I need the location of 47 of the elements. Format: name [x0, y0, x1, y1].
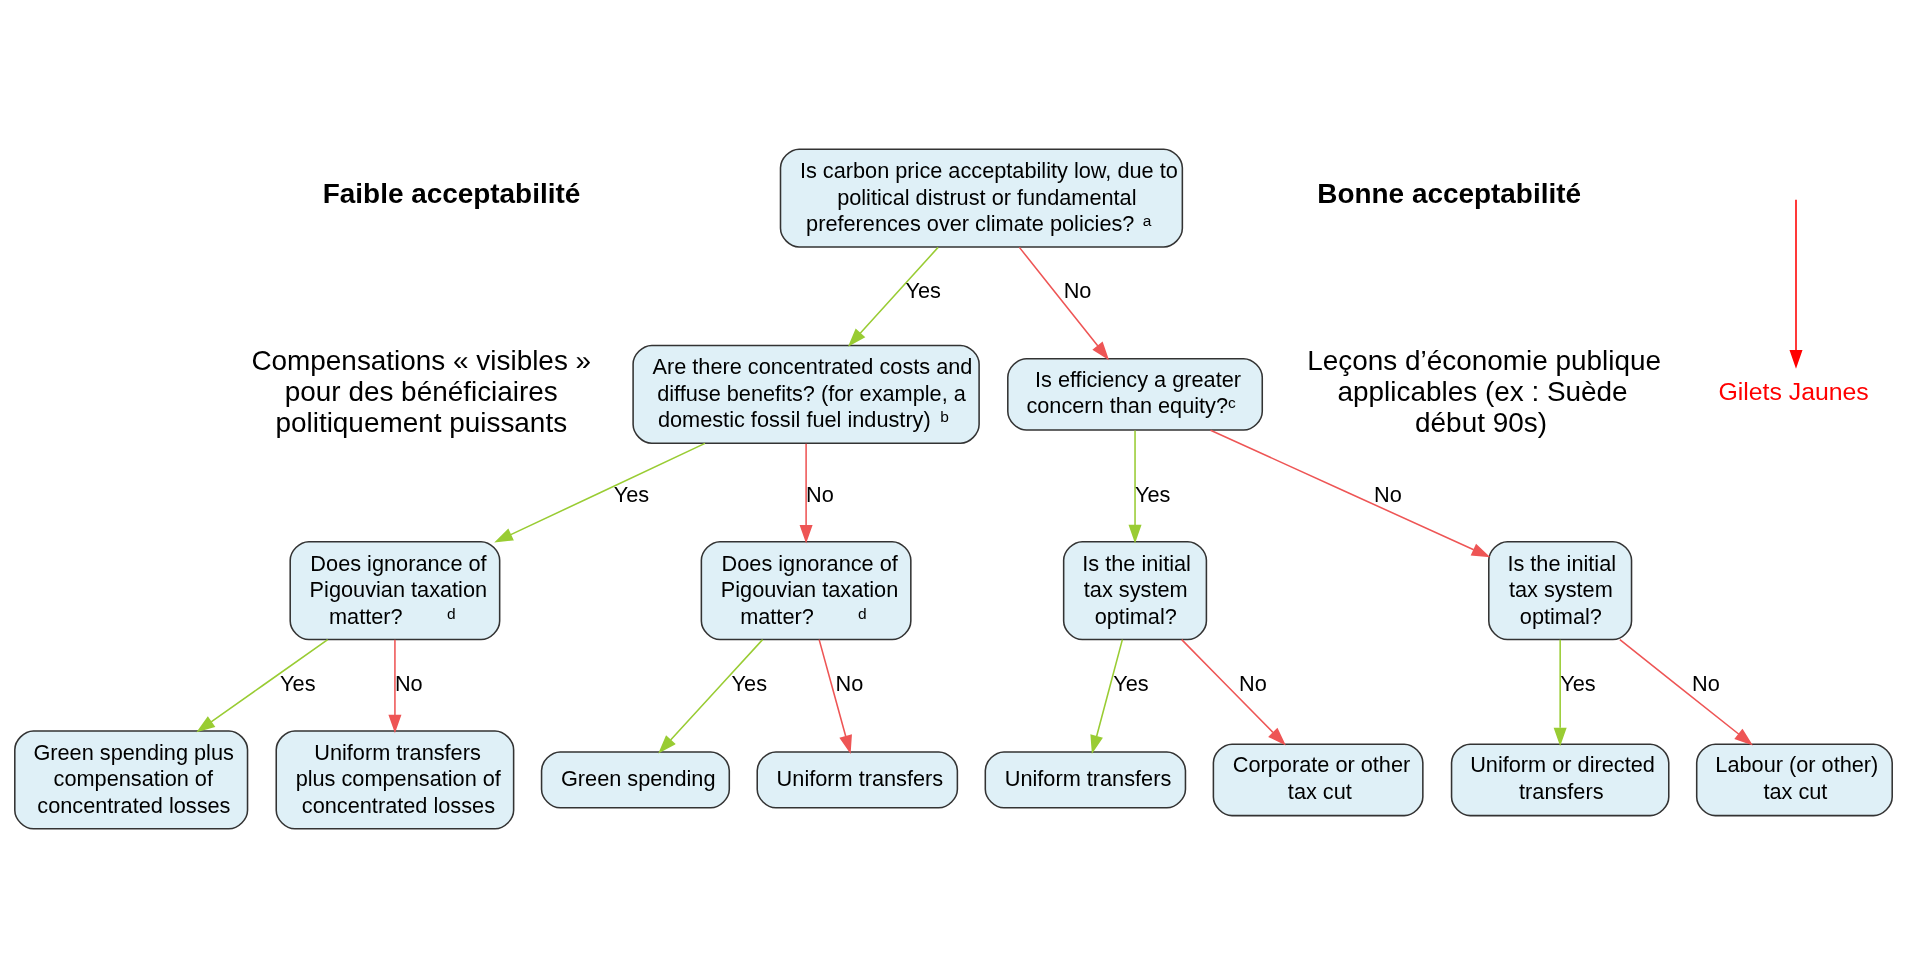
arrow	[1619, 638, 1753, 745]
node-box: Uniform transfers	[756, 750, 959, 809]
label: Bonne acceptabilité	[1317, 177, 1581, 209]
arrow	[799, 442, 813, 544]
edge-label: No	[394, 670, 423, 696]
node-box: Green spending plus compensation of concentrated losses	[14, 729, 249, 830]
arrow	[494, 442, 706, 542]
edge-label: No	[1063, 277, 1092, 303]
node-box: Green spending	[540, 750, 731, 809]
arrow	[818, 638, 852, 754]
arrow	[658, 638, 764, 753]
edge-label: No	[835, 670, 864, 696]
edge-label: No	[1238, 670, 1267, 696]
edge-label: Yes	[731, 670, 768, 696]
arrow	[1789, 198, 1803, 369]
edge-label: Yes	[280, 670, 316, 696]
edge-label: No	[806, 481, 834, 507]
arrow	[1128, 429, 1142, 543]
edge-label: No	[1373, 481, 1402, 507]
node-box: Does ignorance of Pigouvian taxation matter?d	[700, 540, 912, 640]
arrow	[1090, 638, 1124, 754]
arrow	[1209, 428, 1491, 557]
arrow	[1553, 638, 1567, 746]
edge-label: Yes	[1113, 670, 1149, 696]
node-box: Does ignorance of Pigouvian taxation matter?d	[289, 540, 501, 640]
node-box: Uniform transfers plus compensation of concentrated losses	[275, 729, 515, 830]
node-box: Uniform transfers	[984, 750, 1187, 809]
arrow	[1180, 638, 1286, 746]
arrow	[196, 638, 329, 732]
node-box: Is carbon price acceptability low, due to political distrust or fundamental preferences over climate policies?a	[779, 147, 1184, 248]
edge-label: Yes	[905, 277, 941, 303]
label: Faible acceptabilité	[322, 177, 581, 209]
node-box: Uniform or directed transfers	[1450, 742, 1670, 816]
label: Leçons d’économie publique applicables (ex : Suède début 90s)	[1307, 344, 1661, 438]
arrow	[388, 638, 402, 733]
edge-label: No	[1692, 670, 1720, 696]
node-box: Labour (or other) tax cut	[1695, 742, 1893, 816]
label: Compensations « visibles » pour des bénéficiaires politiquement puissants	[251, 344, 592, 438]
node-box: Is the initial tax system optimal?	[1062, 540, 1208, 640]
node-box: Are there concentrated costs and diffuse benefits? (for example, a domestic fossil fuel industry)b	[632, 344, 980, 444]
node-box: Is the initial tax system optimal?	[1488, 540, 1633, 640]
edge-label: Yes	[1560, 670, 1596, 696]
arrow	[847, 246, 939, 347]
edge-label: Yes	[613, 481, 650, 507]
node-box: Corporate or other tax cut	[1212, 742, 1424, 816]
arrow	[1018, 246, 1110, 360]
node-text: Gilets Jaunes	[1718, 377, 1869, 405]
